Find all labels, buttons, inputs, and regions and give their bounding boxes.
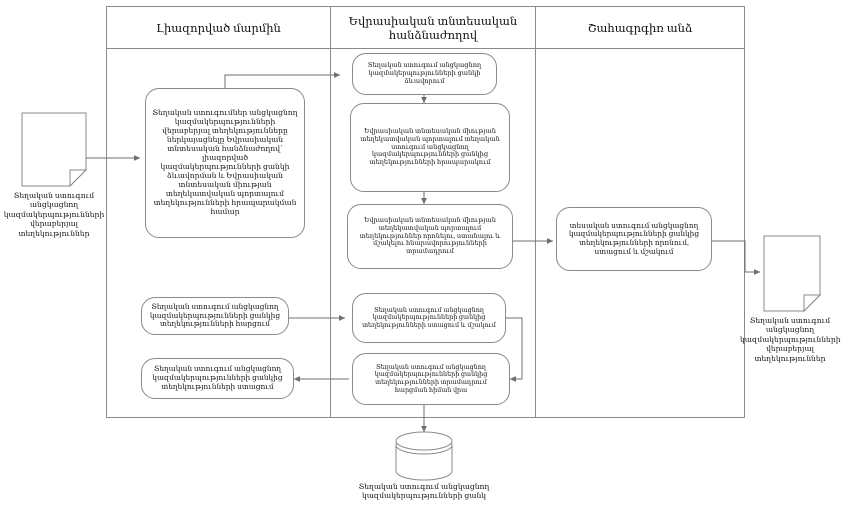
node-label: Տեղական ստուգում անցկացնող կազմակերպությ… xyxy=(367,62,482,85)
lane-header-initiating-body: Լիազորված մարմին xyxy=(107,7,330,49)
datastore-label: Տեղական ստուգում անցկացնող կազմակերպությ… xyxy=(358,482,490,501)
datastore-cylinder-shape xyxy=(395,431,453,481)
connector-search-to-doc xyxy=(712,240,761,275)
document-input-shape xyxy=(21,112,88,188)
lane-header-label: Եվրասիական տնտեսական հանձնաժողով xyxy=(348,16,518,42)
document-input-label: Տեղական ստուգում անցկացնող կազմակերպությ… xyxy=(3,191,105,238)
lane-header-interested-person: Շահագրգիռ անձ xyxy=(536,7,744,49)
node-provide-search[interactable]: Եվրասիական տնտեսական միության տեղեկատվակ… xyxy=(347,204,513,269)
lane-header-eaeu-commission: Եվրասիական տնտեսական հանձնաժողով xyxy=(331,7,535,49)
document-output-shape xyxy=(763,235,822,313)
node-label: Տեղական ստուգում անցկացնող կազմակերպությ… xyxy=(374,363,488,394)
document-output-label: Տեղական ստուգում անցկացնող կազմակերպությ… xyxy=(740,316,841,363)
node-submit-info[interactable]: Տեղական ստուգումներ անցկացնող կազմակերպո… xyxy=(145,88,305,238)
node-receive-and-process[interactable]: Տեղական ստուգում անցկացնող կազմակերպությ… xyxy=(352,293,506,343)
node-label: Տեղական ստուգում անցկացնող կազմակերպությ… xyxy=(149,301,281,329)
node-label: Տեղական ստուգումներ անցկացնող կազմակերպո… xyxy=(152,108,298,216)
node-request-info[interactable]: Տեղական ստուգում անցկացնող կազմակերպությ… xyxy=(141,297,289,335)
node-label: Տեղական ստուգում անցկացնող կազմակերպությ… xyxy=(362,306,496,329)
node-form-list[interactable]: Տեղական ստուգում անցկացնող կազմակերպությ… xyxy=(352,53,497,95)
node-publish-portal[interactable]: Եվրասիական տնտեսական միության տեղեկատվակ… xyxy=(350,103,510,192)
lane-header-label: Լիազորված մարմին xyxy=(156,23,281,35)
node-search-receive-process[interactable]: տեսական ստուգում անցկացնող կազմակերպությ… xyxy=(556,207,712,271)
lane-header-label: Շահագրգիռ անձ xyxy=(587,23,693,35)
node-label: տեսական ստուգում անցկացնող կազմակերպությ… xyxy=(568,220,700,256)
node-label: Եվրասիական տնտեսական միության տեղեկատվակ… xyxy=(359,217,501,256)
node-label: Տեղական ստուգում անցկացնող կազմակերպությ… xyxy=(152,364,283,391)
node-provide-on-request[interactable]: Տեղական ստուգում անցկացնող կազմակերպությ… xyxy=(352,353,510,405)
node-receive-info[interactable]: Տեղական ստուգում անցկացնող կազմակերպությ… xyxy=(141,358,294,399)
node-label: Եվրասիական տնտեսական միության տեղեկատվակ… xyxy=(360,128,500,167)
connector-submit-to-form-list xyxy=(224,72,341,88)
